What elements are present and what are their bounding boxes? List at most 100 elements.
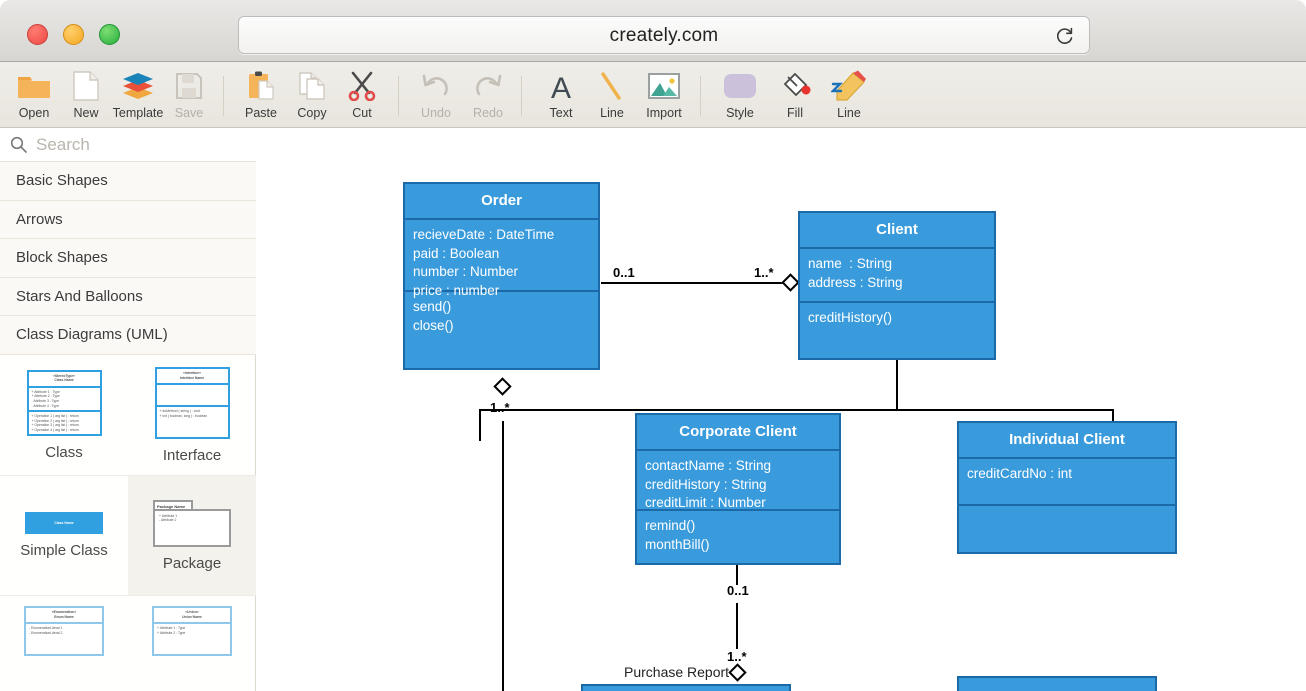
sidebar-category-stars-and-balloons[interactable]: Stars And Balloons — [0, 277, 256, 316]
attribute-row: address : String — [808, 274, 903, 290]
toolbar-divider — [700, 76, 701, 116]
sidebar-category-class-diagrams-uml[interactable]: Class Diagrams (UML) — [0, 316, 256, 355]
shape-row: «Enumeration» Enum Name - EnumerationLit… — [0, 596, 256, 691]
toolbar-label: Redo — [473, 106, 503, 120]
toolbar-button-redo[interactable]: Redo — [459, 67, 517, 125]
toolbar-button-open[interactable]: Open — [5, 67, 63, 125]
multiplicity-corporate-bottom: 0..1 — [727, 583, 749, 598]
thumb-attr: + Attribute 1 — [159, 513, 178, 518]
edge-order-client[interactable] — [601, 282, 851, 284]
search-input[interactable] — [36, 134, 236, 155]
edge-client-tree-bar[interactable] — [479, 409, 1114, 411]
toolbar-label: Fill — [787, 106, 803, 120]
thumb-attr: - Attribute 3 : Type — [31, 398, 59, 403]
shape-caption: Package — [162, 554, 222, 572]
thumb-stereotype: «Enumeration» — [51, 610, 77, 614]
operation-row: monthBill() — [645, 536, 710, 552]
shape-row: «StereoType» Class Name + Attribute 1 : … — [0, 356, 256, 476]
sidebar-category-basic-shapes[interactable]: Basic Shapes — [0, 162, 256, 201]
thumb-op: + Operation 3 ( arg list ) : return — [31, 423, 79, 428]
toolbar-button-paste[interactable]: Paste — [232, 67, 290, 125]
close-button[interactable] — [27, 24, 48, 45]
zoom-button[interactable] — [99, 24, 120, 45]
edge-corporate-down-a[interactable] — [736, 565, 738, 585]
sidebar-category-arrows[interactable]: Arrows — [0, 200, 256, 239]
multiplicity-client-left: 1..* — [754, 265, 774, 280]
operation-row: creditHistory() — [808, 310, 893, 325]
browser-titlebar: creately.com — [0, 0, 1306, 62]
class-thumbnail: «StereoType» Class Name + Attribute 1 : … — [26, 369, 102, 437]
thumb-attr: + Attribute 2 : Type — [31, 394, 60, 399]
attributes-compartment: name : String address : String — [800, 249, 994, 303]
shape-item-package[interactable]: Package Name + Attribute 1 - Attribute 2… — [128, 476, 256, 596]
edge-corporate-down-b[interactable] — [736, 603, 738, 649]
rounded-rect-icon — [722, 67, 758, 105]
thumb-name: Enum Name — [54, 614, 74, 619]
edge-to-corporate-client[interactable] — [479, 409, 481, 441]
class-node-partial-left[interactable] — [581, 684, 791, 691]
shape-item-interface[interactable]: «Interface» Interface Name + doMethod ( … — [128, 356, 256, 476]
thumb-op: + Operation 2 ( arg list ) : return — [31, 418, 79, 423]
thumb-name: Package Name — [153, 499, 193, 509]
thumb-stereotype: «StereoType» — [53, 373, 75, 378]
toolbar-button-import[interactable]: Import — [635, 67, 693, 125]
toolbar-label: Copy — [297, 106, 327, 120]
edge-client-tree-stem[interactable] — [896, 349, 898, 411]
redo-icon — [473, 67, 503, 105]
class-node-individual-client[interactable]: Individual Client creditCardNo : int — [957, 421, 1177, 554]
toolbar-label: Template — [112, 106, 164, 120]
thumb-attr: - EnumerationLiteral 1 — [29, 626, 63, 631]
toolbar-button-text[interactable]: A Text — [532, 67, 590, 125]
search-row — [0, 128, 256, 162]
shapes-sidebar: Basic Shapes Arrows Block Shapes Stars A… — [0, 128, 256, 691]
multiplicity-purchase-top: 1..* — [727, 649, 747, 664]
toolbar-button-line[interactable]: Line — [583, 67, 641, 125]
operations-compartment: send() close() — [405, 292, 598, 368]
paint-bucket-icon — [779, 67, 811, 105]
minimize-button[interactable] — [63, 24, 84, 45]
pencil-icon — [831, 67, 867, 105]
toolbar-button-style[interactable]: Style — [711, 67, 769, 125]
union-thumbnail: «Union» Union Name + Attribute 1 : Type … — [152, 606, 232, 657]
attribute-row: contactName : String — [645, 458, 772, 473]
toolbar-button-save[interactable]: Save — [160, 67, 218, 125]
aggregation-diamond-purchase — [728, 663, 747, 682]
reload-icon[interactable] — [1055, 26, 1075, 46]
sidebar-category-block-shapes[interactable]: Block Shapes — [0, 239, 256, 278]
toolbar-button-template[interactable]: Template — [109, 67, 167, 125]
shape-item-union[interactable]: «Union» Union Name + Attribute 1 : Type … — [128, 596, 256, 691]
diagram-canvas[interactable]: 0..1 1..* 1..* 0..1 1..* Purchase Report… — [257, 128, 1306, 691]
toolbar-button-undo[interactable]: Undo — [407, 67, 465, 125]
class-title: Corporate Client — [637, 415, 839, 451]
class-node-client[interactable]: Client name : String address : String cr… — [798, 211, 996, 360]
toolbar-button-new[interactable]: New — [57, 67, 115, 125]
address-bar[interactable]: creately.com — [238, 16, 1090, 54]
toolbar-button-copy[interactable]: Copy — [283, 67, 341, 125]
toolbar-button-fill[interactable]: Fill — [766, 67, 824, 125]
enumeration-thumbnail: «Enumeration» Enum Name - EnumerationLit… — [24, 606, 104, 657]
edge-order-down[interactable] — [502, 421, 504, 691]
shape-item-class[interactable]: «StereoType» Class Name + Attribute 1 : … — [0, 356, 128, 476]
toolbar-button-line2[interactable]: Line — [820, 67, 878, 125]
class-node-partial-right[interactable] — [957, 676, 1157, 691]
attribute-row: creditHistory : String — [645, 476, 767, 492]
class-node-corporate-client[interactable]: Corporate Client contactName : String cr… — [635, 413, 841, 565]
shape-item-enumeration[interactable]: «Enumeration» Enum Name - EnumerationLit… — [0, 596, 128, 691]
toolbar-label: Line — [600, 106, 624, 120]
class-node-order[interactable]: Order recieveDate : DateTime paid : Bool… — [403, 182, 600, 370]
thumb-op: + init ( boolean, long ) : boolean — [159, 413, 208, 418]
toolbar-divider — [223, 76, 224, 116]
url-text: creately.com — [609, 25, 719, 46]
toolbar-button-cut[interactable]: Cut — [333, 67, 391, 125]
thumb-attr: + Attribute 1 : Type — [157, 626, 186, 631]
shape-item-simple-class[interactable]: Class Name Simple Class — [0, 476, 128, 596]
attribute-row: creditLimit : Number — [645, 495, 766, 510]
attribute-row: creditCardNo : int — [967, 466, 1073, 481]
thumb-attr: - Attribute 2 — [159, 518, 177, 523]
toolbar-label: Line — [837, 106, 861, 120]
attribute-row: price : number — [413, 282, 500, 298]
thumb-stereotype: «Union» — [185, 610, 199, 614]
operation-row: close() — [413, 317, 454, 333]
aggregation-diamond-order — [493, 377, 512, 396]
